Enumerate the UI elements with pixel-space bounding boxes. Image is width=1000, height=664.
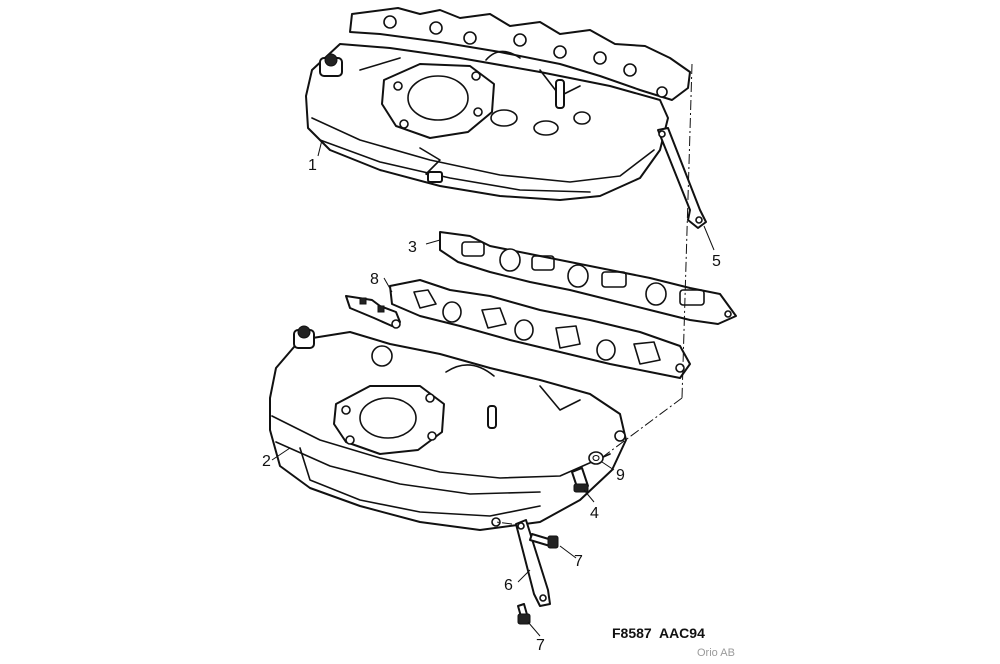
callout-7-lower: 7 [536,637,545,654]
credit-label: Orio AB [697,647,735,659]
callout-1: 1 [308,157,317,174]
bolt-bracket-upper [529,533,559,549]
bolt-bracket-lower [517,603,531,625]
callout-9: 9 [616,467,625,484]
upper-intake-manifold [305,7,691,201]
callout-3: 3 [408,239,417,256]
assembly-axes [495,63,693,525]
callout-5: 5 [712,253,721,270]
support-bracket-lower [515,519,551,607]
drawing-code: F8587 AAC94 [612,625,705,641]
callout-4: 4 [590,505,599,522]
leader-lines [271,139,715,637]
vacuum-connector [345,295,401,329]
callout-8: 8 [370,271,379,288]
washer [588,451,604,465]
lower-intake-manifold [269,279,691,531]
support-bracket-upper [657,127,707,229]
callout-6: 6 [504,577,513,594]
manifold-gasket [439,231,737,325]
callout-2: 2 [262,453,271,470]
callout-7-upper: 7 [574,553,583,570]
